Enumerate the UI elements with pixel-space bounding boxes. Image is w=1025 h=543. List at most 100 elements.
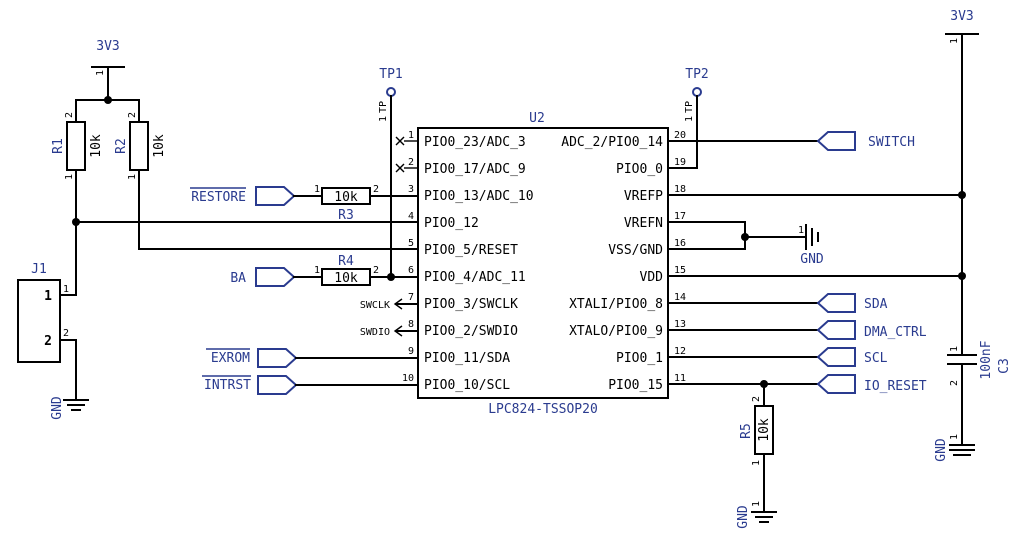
chip-pin-number-left: 2 <box>408 157 414 168</box>
chip-pin-number-left: 9 <box>408 346 414 357</box>
chip-pin-number-left: 10 <box>402 373 414 384</box>
net-label-exrom: EXROM <box>206 348 419 368</box>
test-point-tp2: TP2 TP 1 <box>684 67 709 169</box>
svg-text:SWDIO: SWDIO <box>360 327 390 338</box>
chip-pin-name-left: PIO0_12 <box>424 216 479 231</box>
svg-text:1: 1 <box>63 284 69 295</box>
net-label-restore: RESTORE <box>190 186 296 206</box>
net-label-scl: SCL <box>816 347 888 367</box>
chip-pin-number-left: 5 <box>408 238 414 249</box>
chip-pin-number-right: 20 <box>674 130 686 141</box>
svg-text:1: 1 <box>64 174 75 180</box>
resistor-r3: 10k R3 1 2 <box>314 184 379 223</box>
chip-pin-name-right: VSS/GND <box>608 243 663 258</box>
svg-text:TP: TP <box>684 101 695 113</box>
svg-text:1: 1 <box>949 38 960 44</box>
svg-text:SWITCH: SWITCH <box>868 135 915 150</box>
svg-text:GND: GND <box>934 438 949 462</box>
resistor-r5: 10k R5 2 1 <box>739 396 774 466</box>
chip-pins: PIO0_23/ADC_31PIO0_17/ADC_92PIO0_13/ADC_… <box>402 130 686 393</box>
svg-text:2: 2 <box>373 265 379 276</box>
svg-text:SCL: SCL <box>864 351 888 366</box>
chip-pin-name-right: PIO0_15 <box>608 378 663 393</box>
r3-value: 10k <box>334 190 358 205</box>
svg-text:2: 2 <box>64 112 75 118</box>
power-3v3-right: 3V3 1 <box>945 9 979 356</box>
chip-pin-name-right: VREFP <box>624 189 663 204</box>
net-label-intrst: INTRST <box>202 375 419 395</box>
chip-pin-name-right: PIO0_1 <box>616 351 663 366</box>
power-3v3-left: 3V3 1 <box>75 39 140 123</box>
svg-text:1: 1 <box>949 346 960 352</box>
chip-pin-number-left: 7 <box>408 292 414 303</box>
svg-text:1: 1 <box>378 116 389 122</box>
chip-pin-number-left: 3 <box>408 184 414 195</box>
r2-ref: R2 <box>114 138 129 154</box>
svg-text:1: 1 <box>127 174 138 180</box>
chip-pin-number-left: 8 <box>408 319 414 330</box>
chip-pin-name-left: PIO0_10/SCL <box>424 378 510 393</box>
chip-pin-name-left: PIO0_11/SDA <box>424 351 510 366</box>
chip-pin-number-right: 15 <box>674 265 686 276</box>
j1-ref: J1 <box>31 262 47 277</box>
chip-pin-name-left: PIO0_23/ADC_3 <box>424 135 526 150</box>
svg-text:BA: BA <box>230 271 246 286</box>
chip-pin-number-right: 13 <box>674 319 686 330</box>
r5-ref: R5 <box>739 423 754 439</box>
capacitor-c3: 100nF C3 1 2 <box>947 340 1012 446</box>
svg-text:SWCLK: SWCLK <box>360 300 390 311</box>
chip-pin-number-left: 6 <box>408 265 414 276</box>
r1-value: 10k <box>89 134 104 158</box>
power-3v3-right-label: 3V3 <box>950 9 973 24</box>
u2-chip: U2 LPC824-TSSOP20 PIO0_23/ADC_31PIO0_17/… <box>402 111 686 417</box>
svg-text:1: 1 <box>684 116 695 122</box>
net-label-dma-ctrl: DMA_CTRL <box>816 320 927 340</box>
chip-pin-number-right: 18 <box>674 184 686 195</box>
chip-pin-number-left: 1 <box>408 130 414 141</box>
svg-text:1: 1 <box>751 501 762 507</box>
svg-text:2: 2 <box>751 396 762 402</box>
svg-text:2: 2 <box>127 112 138 118</box>
chip-pin-name-right: XTALO/PIO0_9 <box>569 324 663 339</box>
gnd-symbol-j1: GND <box>50 396 89 420</box>
r2-value: 10k <box>152 134 167 158</box>
chip-pin-name-right: XTALI/PIO0_8 <box>569 297 663 312</box>
chip-pin-number-right: 14 <box>674 292 686 303</box>
c3-value: 100nF <box>979 340 994 379</box>
chip-pin-number-right: 16 <box>674 238 686 249</box>
net-label-swdio: SWDIO <box>360 325 419 338</box>
chip-pin-name-left: PIO0_13/ADC_10 <box>424 189 534 204</box>
j1-pin1-label: 1 <box>44 289 52 304</box>
svg-text:TP: TP <box>378 101 389 113</box>
chip-pin-number-right: 12 <box>674 346 686 357</box>
net-label-switch: SWITCH <box>816 131 915 151</box>
svg-text:RESTORE: RESTORE <box>191 190 246 205</box>
chip-body <box>417 127 669 399</box>
svg-text:GND: GND <box>800 252 824 267</box>
test-point-tp1: TP1 TP 1 <box>378 67 403 278</box>
svg-text:1: 1 <box>751 460 762 466</box>
net-label-io-reset: IO_RESET <box>816 374 927 394</box>
svg-text:TP2: TP2 <box>685 67 708 82</box>
svg-text:2: 2 <box>949 380 960 386</box>
net-label-sda: SDA <box>816 293 888 313</box>
svg-text:1: 1 <box>798 225 804 236</box>
chip-pin-name-left: PIO0_2/SWDIO <box>424 324 518 339</box>
chip-part: LPC824-TSSOP20 <box>488 402 598 417</box>
power-3v3-left-label: 3V3 <box>96 39 119 54</box>
j1-pin2-label: 2 <box>44 334 52 349</box>
chip-ref: U2 <box>529 111 545 126</box>
chip-pin-name-left: PIO0_3/SWCLK <box>424 297 518 312</box>
svg-text:IO_RESET: IO_RESET <box>864 379 927 394</box>
svg-text:INTRST: INTRST <box>204 378 251 393</box>
svg-text:EXROM: EXROM <box>211 351 250 366</box>
gnd-symbol-r5: GND 1 <box>736 501 777 529</box>
chip-pin-number-right: 17 <box>674 211 686 222</box>
r1-ref: R1 <box>51 138 66 154</box>
svg-text:2: 2 <box>63 328 69 339</box>
c3-ref: C3 <box>997 358 1012 374</box>
chip-pin-name-left: PIO0_5/RESET <box>424 243 518 258</box>
chip-pin-name-right: VREFN <box>624 216 663 231</box>
net-label-ba: BA <box>230 267 296 287</box>
chip-pin-name-right: PIO0_0 <box>616 162 663 177</box>
